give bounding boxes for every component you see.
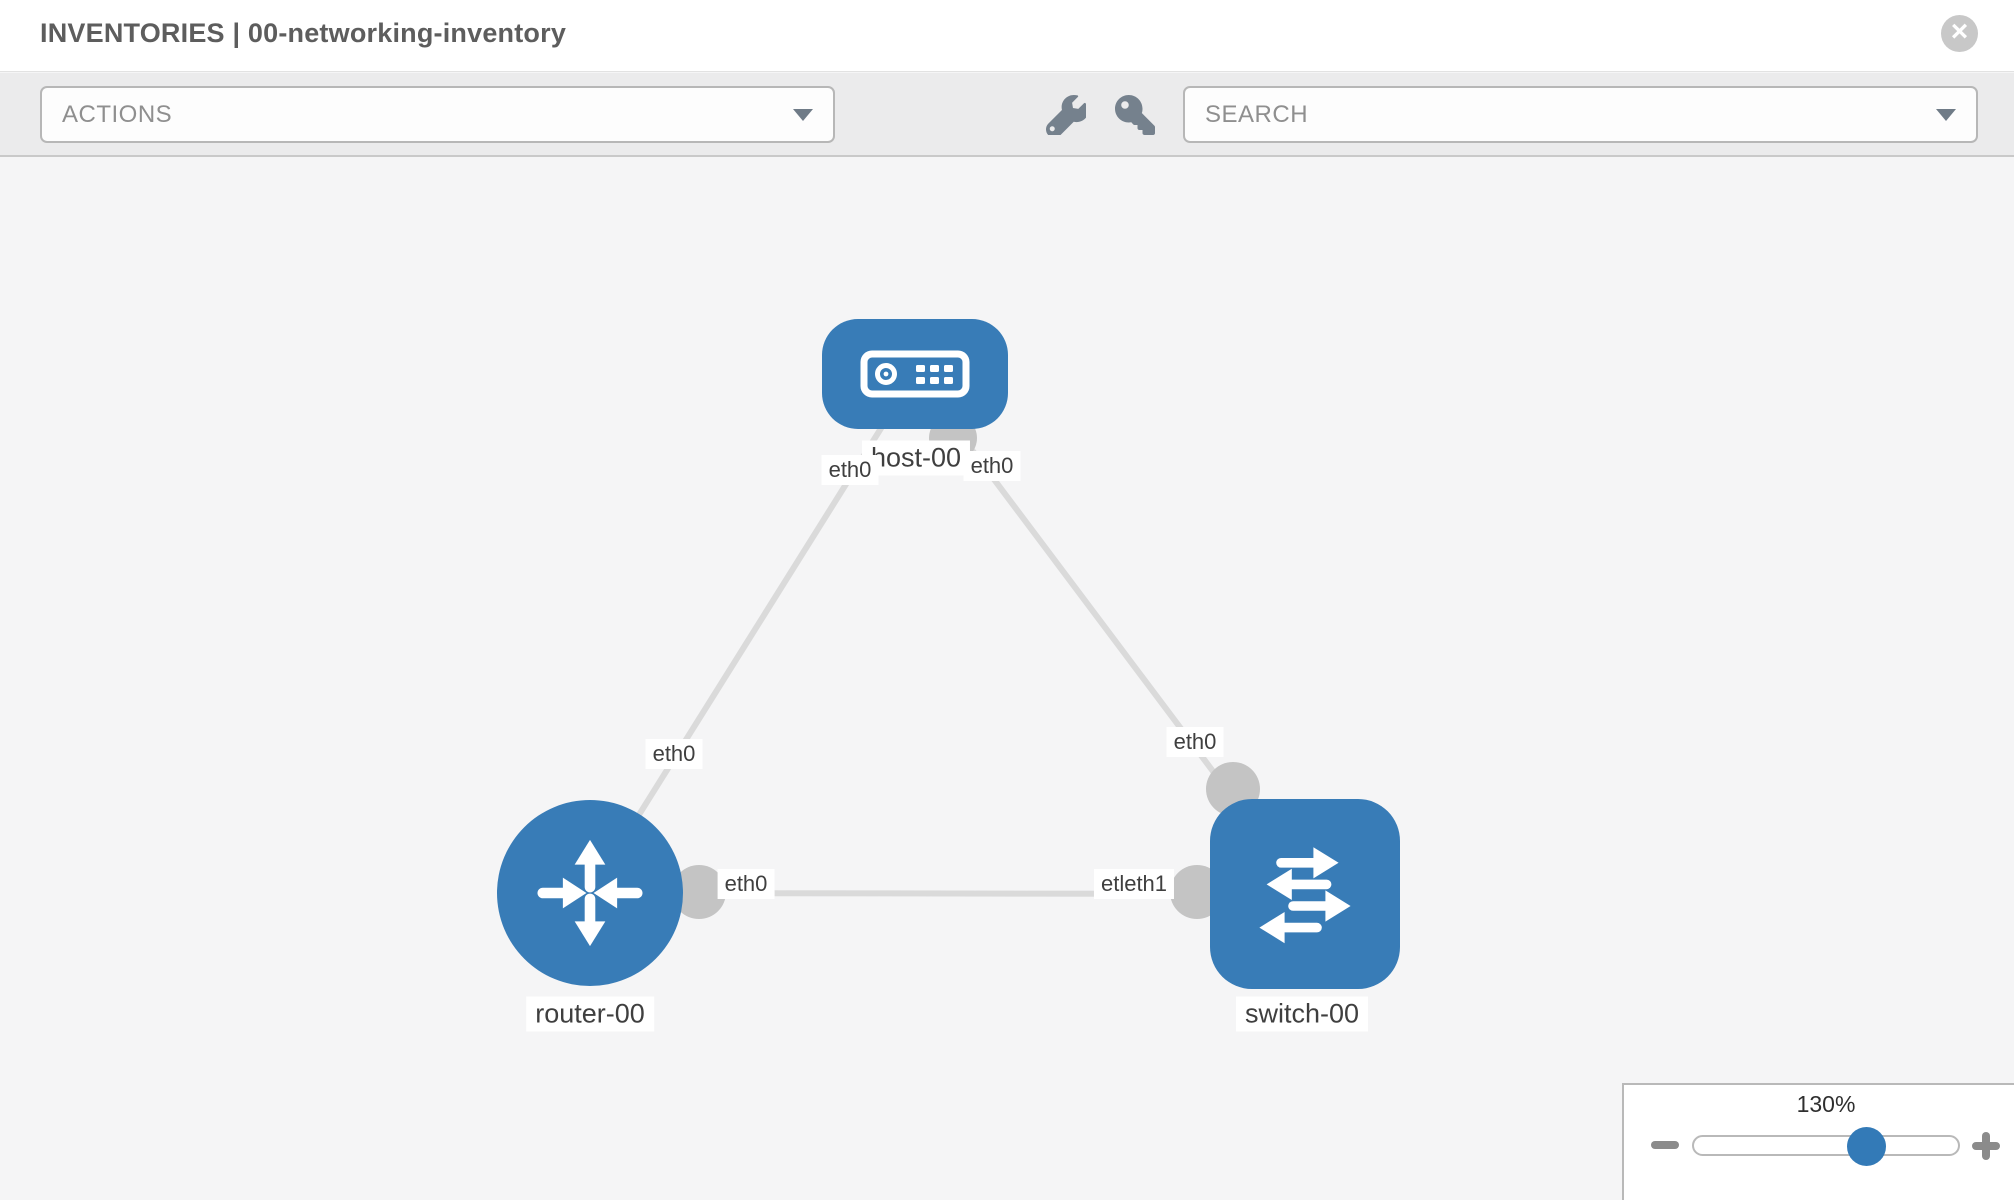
zoom-slider-track[interactable] [1692, 1127, 1960, 1166]
wrench-icon [1046, 95, 1089, 138]
node-router-00[interactable] [497, 800, 683, 986]
actions-dropdown-label: ACTIONS [62, 100, 173, 128]
zoom-in-button[interactable] [1972, 1132, 2000, 1160]
node-switch-00[interactable] [1210, 799, 1400, 989]
host-icon [860, 350, 970, 398]
port-circle-router [672, 865, 726, 919]
close-icon: × [1950, 15, 1969, 48]
node-label-host: host-00 [861, 440, 971, 476]
page-title: INVENTORIES | 00-networking-inventory [40, 18, 567, 48]
iface-label-switch-top: eth0 [1166, 727, 1224, 757]
configure-button[interactable] [1046, 95, 1089, 138]
zoom-out-button[interactable] [1651, 1141, 1679, 1149]
switch-icon [1259, 847, 1351, 944]
credentials-button[interactable] [1115, 95, 1155, 135]
chevron-down-icon [1936, 108, 1956, 121]
search-dropdown[interactable]: SEARCH [1183, 86, 1978, 143]
iface-label-switch-link: etleth1 [1093, 869, 1175, 899]
iface-label-router-top: eth0 [645, 739, 703, 769]
toolbar: ACTIONS SEARCH [0, 73, 2014, 157]
zoom-level: 130% [1796, 1091, 1856, 1117]
search-placeholder: SEARCH [1205, 100, 1309, 128]
header: INVENTORIES | 00-networking-inventory × [0, 0, 2014, 72]
node-label-router: router-00 [526, 996, 654, 1032]
iface-label-host-left: eth0 [821, 455, 879, 485]
zoom-slider-thumb[interactable] [1847, 1127, 1886, 1166]
node-label-switch: switch-00 [1235, 996, 1369, 1032]
topology-canvas[interactable]: host-00 router-00 switch-00 eth0 eth0 et… [0, 159, 2014, 1200]
links-layer [587, 372, 1308, 919]
actions-dropdown[interactable]: ACTIONS [40, 86, 835, 143]
router-icon [537, 839, 643, 947]
iface-label-router-link: eth0 [717, 869, 775, 899]
iface-label-host-right: eth0 [963, 451, 1021, 481]
zoom-panel: 130% [1622, 1083, 2014, 1200]
chevron-down-icon [793, 108, 813, 121]
node-host-00[interactable] [822, 319, 1008, 429]
close-button[interactable]: × [1941, 15, 1978, 52]
key-icon [1115, 95, 1155, 135]
